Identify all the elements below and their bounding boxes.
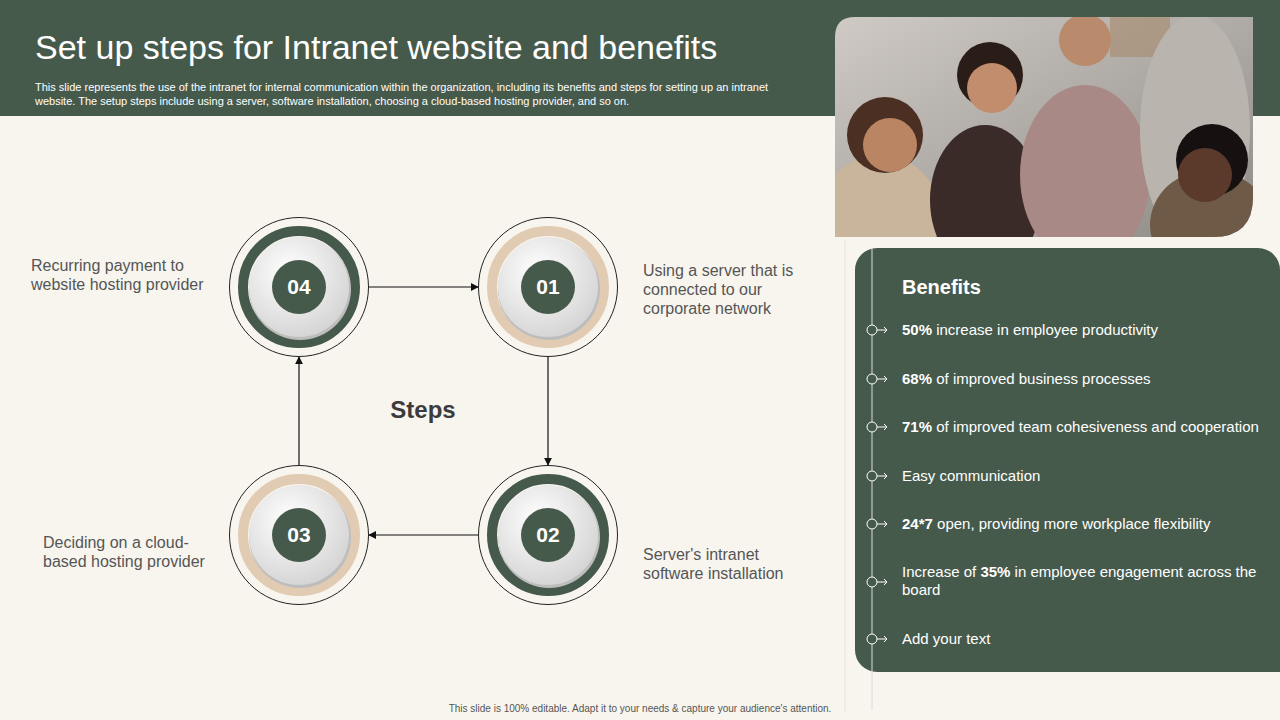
step-number: 02	[521, 522, 575, 548]
step-number: 01	[521, 274, 575, 300]
bullet-dot	[867, 519, 877, 529]
number-badge	[272, 508, 326, 562]
step-number: 04	[272, 274, 326, 300]
flow-connector	[298, 357, 299, 465]
disc-shadow	[249, 238, 351, 340]
step-circle: 04Recurring payment to website hosting p…	[229, 217, 369, 357]
color-ring	[492, 479, 604, 591]
benefit-item: Add your text	[902, 630, 1262, 648]
outer-arc	[230, 466, 369, 605]
bullet-arrow	[877, 636, 887, 642]
white-disc	[498, 237, 598, 337]
bullet-dot	[867, 422, 877, 432]
outer-arc	[479, 218, 618, 357]
color-ring	[243, 479, 355, 591]
step-circle: 03Deciding on a cloud-based hosting prov…	[229, 465, 369, 605]
step-description: Deciding on a cloud-based hosting provid…	[43, 533, 218, 571]
flow-connector	[369, 286, 478, 287]
step-description: Server's intranet software installation	[643, 545, 818, 583]
disc-shadow	[498, 238, 600, 340]
bullet-dot	[867, 577, 877, 587]
footer-note: This slide is 100% editable. Adapt it to…	[240, 703, 1040, 715]
figure-emphasis: 24*7	[902, 515, 933, 532]
white-disc	[249, 237, 349, 337]
flow-connector	[369, 534, 478, 535]
benefit-item: 71% of improved team cohesiveness and co…	[902, 418, 1262, 436]
bullet-dot	[867, 374, 877, 384]
benefit-item: 50% increase in employee productivity	[902, 321, 1262, 339]
panel-heading: Benefits	[902, 275, 981, 299]
bullet-dot	[867, 634, 877, 644]
bullet-arrow	[877, 473, 887, 479]
center-label: Steps	[343, 395, 503, 425]
divider-line	[845, 240, 846, 712]
step-circle: 02Server's intranet software installatio…	[478, 465, 618, 605]
number-badge	[521, 508, 575, 562]
outer-arc	[230, 218, 369, 357]
color-ring	[243, 231, 355, 343]
bullet-arrow	[877, 424, 887, 430]
bullet-dot	[867, 325, 877, 335]
benefits-panel: Benefits 50% increase in employee product…	[855, 248, 1280, 672]
bullet-arrow	[877, 579, 887, 585]
bullet-arrow	[877, 521, 887, 527]
step-number: 03	[272, 522, 326, 548]
bullet-arrow	[877, 327, 887, 333]
figure-emphasis: 35%	[980, 563, 1010, 580]
step-description: Using a server that is connected to our …	[643, 261, 818, 318]
benefit-item: Easy communication	[902, 467, 1262, 485]
bullet-arrow	[877, 376, 887, 382]
figure-emphasis: 71%	[902, 418, 932, 435]
step-circle: 01Using a server that is connected to ou…	[478, 217, 618, 357]
bullet-dot	[867, 471, 877, 481]
number-badge	[272, 260, 326, 314]
color-ring	[492, 231, 604, 343]
white-disc	[498, 485, 598, 585]
outer-arc	[479, 466, 618, 605]
slide-description: This slide represents the use of the int…	[35, 80, 805, 108]
figure-emphasis: 68%	[902, 370, 932, 387]
slide-title: Set up steps for Intranet website and be…	[35, 27, 717, 67]
step-description: Recurring payment to website hosting pro…	[31, 256, 211, 294]
disc-shadow	[498, 486, 600, 588]
benefit-item: Increase of 35% in employee engagement a…	[902, 563, 1262, 599]
flow-connector	[547, 357, 548, 465]
figure-emphasis: 50%	[902, 321, 932, 338]
disc-shadow	[249, 486, 351, 588]
benefit-item: 24*7 open, providing more workplace flex…	[902, 515, 1262, 533]
number-badge	[521, 260, 575, 314]
benefit-item: 68% of improved business processes	[902, 370, 1262, 388]
white-disc	[249, 485, 349, 585]
